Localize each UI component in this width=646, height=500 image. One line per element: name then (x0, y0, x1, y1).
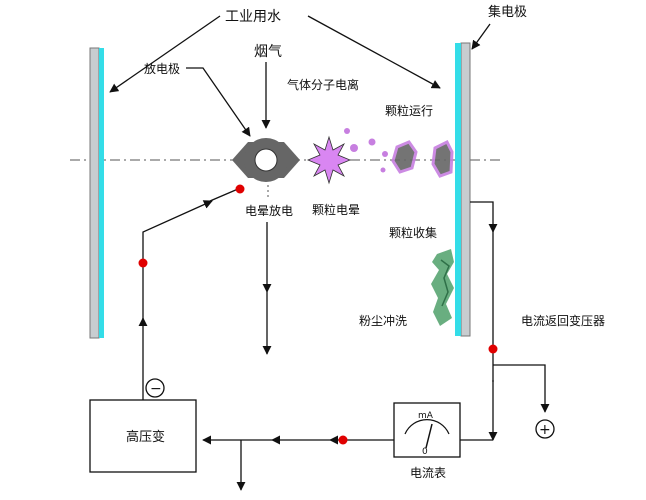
node-supply-top (235, 184, 245, 194)
corona-discharge-label: 电晕放电 (245, 203, 293, 218)
high-voltage-transformer-label: 高压变 (126, 429, 165, 445)
node-bottom (338, 435, 348, 445)
particle-collection-label: 颗粒收集 (389, 225, 437, 240)
discharge-electrode (232, 138, 300, 182)
plus-terminal: + (535, 419, 555, 439)
high-voltage-transformer: 高压变 (89, 399, 197, 473)
dust-deposit (431, 249, 454, 326)
particle-clusters (391, 139, 454, 178)
plus-symbol: + (539, 422, 551, 438)
current-return-label: 电流返回变压器 (521, 313, 605, 328)
node-return (488, 344, 498, 354)
particle-moving-label: 颗粒运行 (385, 103, 433, 118)
node-supply-mid (138, 258, 148, 268)
minus-symbol: − (150, 381, 162, 397)
return-wire-top (470, 201, 498, 233)
collector-arrow (471, 23, 491, 50)
gas-ionization-label: 气体分子电离 (287, 77, 359, 92)
corona-star (306, 135, 352, 185)
ammeter-unit: mA (418, 411, 434, 421)
ammeter-needle (425, 423, 433, 449)
charged-particles (344, 128, 388, 173)
plus-branch-wire (493, 364, 550, 413)
right-collector-plate (455, 42, 471, 337)
flue-gas-label: 烟气 (254, 44, 282, 60)
particle-charging-label: 颗粒电晕 (312, 202, 360, 217)
minus-terminal: − (145, 378, 165, 398)
industrial-water-label: 工业用水 (225, 9, 281, 25)
ammeter-label: 电流表 (410, 466, 446, 480)
ammeter: mA 0 (393, 402, 461, 458)
supply-wire-upper (142, 200, 213, 320)
ammeter-zero: 0 (422, 447, 428, 457)
water-arrow-right (307, 15, 441, 89)
water-arrow-left (109, 15, 221, 93)
discharge-electrode-leader (186, 67, 251, 137)
discharge-electrode-label: 放电极 (144, 61, 180, 76)
collector-electrode-label: 集电极 (488, 4, 527, 20)
ammeter-dial-arc (404, 418, 450, 435)
left-collector-plate (89, 47, 104, 339)
supply-wire-top (209, 188, 239, 202)
dust-flushing-label: 粉尘冲洗 (359, 313, 407, 328)
